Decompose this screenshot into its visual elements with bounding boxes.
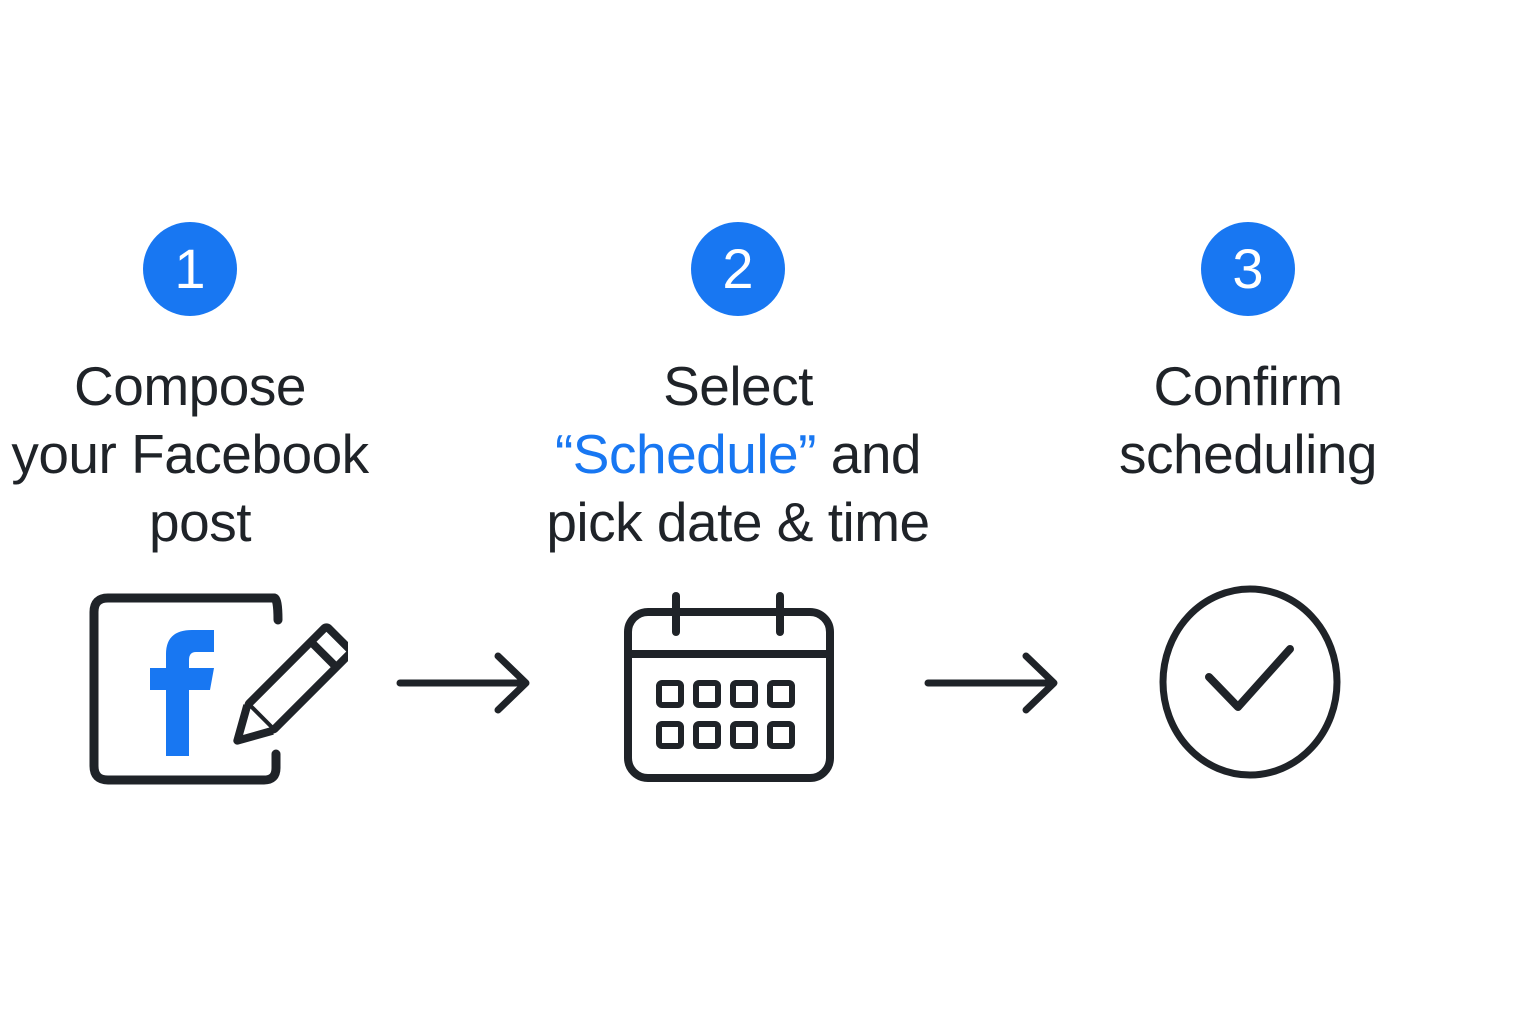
step-title-line: your Facebook	[11, 423, 369, 485]
step-number-badge: 2	[691, 222, 785, 316]
arrow-right-icon	[396, 652, 530, 714]
step-schedule: 2 Select “Schedule” and pick date & time	[528, 0, 948, 1024]
calendar-icon	[624, 592, 834, 782]
step-title-line: post	[149, 491, 251, 553]
check-circle-icon	[1159, 585, 1341, 779]
step-title-line: pick date & time	[546, 491, 930, 553]
step-number-badge: 3	[1201, 222, 1295, 316]
step-title-line: Select	[663, 355, 813, 417]
step-number-badge: 1	[143, 222, 237, 316]
step-title: Compose your Facebook post	[0, 352, 400, 556]
step-compose: 1 Compose your Facebook post	[0, 0, 400, 1024]
step-title-line: Confirm	[1153, 355, 1343, 417]
step-title-line: scheduling	[1119, 423, 1377, 485]
step-title-line: Compose	[74, 355, 306, 417]
step-title: Select “Schedule” and pick date & time	[528, 352, 948, 556]
step-title: Confirm scheduling	[1038, 352, 1458, 488]
facebook-compose-icon	[89, 593, 348, 785]
step-confirm: 3 Confirm scheduling	[1038, 0, 1458, 1024]
step-title-line: “Schedule” and	[528, 420, 948, 488]
schedule-highlight: “Schedule”	[554, 423, 816, 485]
step-title-fragment: and	[830, 423, 922, 485]
arrow-right-icon	[924, 652, 1058, 714]
